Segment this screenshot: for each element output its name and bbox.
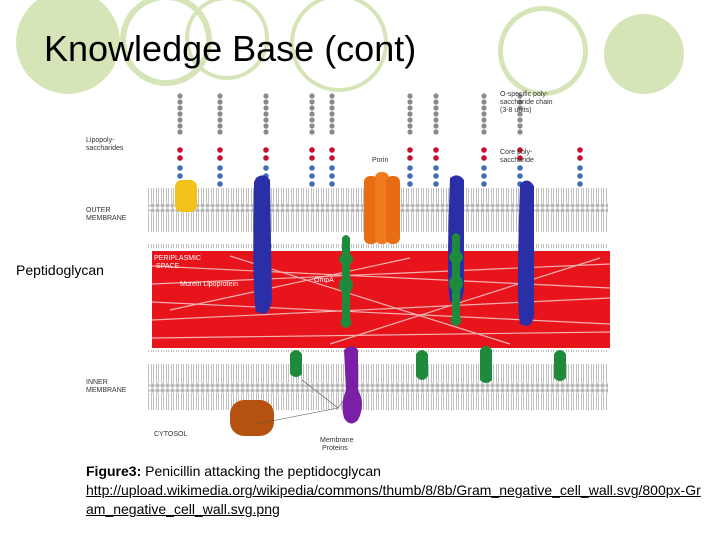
label-membrane-proteins-2: Proteins — [322, 445, 348, 452]
label-cytosol: CYTOSOL — [154, 431, 187, 438]
inner-green-protein-2 — [416, 350, 428, 380]
brown-cytosolic-protein — [230, 400, 274, 436]
label-core-2: saccharide — [500, 157, 534, 164]
figure-caption: Figure3: Penicillin attacking the peptid… — [86, 462, 706, 519]
label-core-1: Core poly- — [500, 149, 533, 156]
green-protein-2 — [449, 233, 463, 326]
inner-membrane-bilayer — [148, 350, 608, 410]
yellow-membrane-protein — [175, 180, 197, 212]
label-porin: Porin — [372, 157, 388, 164]
label-lipopolysaccharides-1: Lipopoly- — [86, 137, 115, 144]
purple-membrane-protein — [342, 346, 362, 424]
inner-green-protein-4 — [554, 350, 566, 381]
gram-negative-cell-wall-diagram: Lipopoly- saccharides O-specific poly- s… — [86, 91, 611, 452]
blue-protein-1 — [253, 175, 272, 314]
green-protein-1 — [339, 235, 353, 328]
label-ompa: OmpA — [314, 277, 334, 284]
label-o-specific-2: saccharide chain — [500, 99, 553, 106]
label-lipopolysaccharides-2: saccharides — [86, 145, 124, 152]
label-membrane-proteins-1: Membrane — [320, 437, 354, 444]
inner-green-protein-3 — [480, 346, 492, 383]
caption-figure-number: Figure3: — [86, 463, 142, 479]
label-murein: Murein Lipoprotein — [180, 281, 238, 288]
blue-protein-3 — [518, 180, 534, 326]
lps-chains — [177, 93, 583, 187]
label-inner-membrane-2: MEMBRANE — [86, 387, 127, 394]
caption-source-link[interactable]: http://upload.wikimedia.org/wikipedia/co… — [86, 482, 701, 517]
label-o-specific-3: (3-8 units) — [500, 107, 532, 114]
decor-circle-5 — [498, 6, 588, 96]
label-o-specific-1: O-specific poly- — [500, 91, 549, 98]
label-periplasmic-2: SPACE — [156, 263, 180, 270]
decor-circle-3 — [185, 0, 269, 80]
porin-trimer — [364, 172, 400, 244]
decor-circle-4 — [290, 0, 388, 92]
decor-circle-6 — [604, 14, 684, 94]
inner-green-protein-1 — [290, 350, 302, 377]
label-inner-membrane-1: INNER — [86, 379, 108, 386]
caption-text: Penicillin attacking the peptidocglycan — [141, 463, 381, 479]
slide-title: Knowledge Base (cont) — [44, 28, 417, 69]
label-outer-membrane-1: OUTER — [86, 207, 111, 214]
decor-circle-1 — [16, 0, 120, 94]
label-periplasmic-1: PERIPLASMIC — [154, 255, 201, 262]
peptidoglycan-label: Peptidoglycan — [16, 262, 104, 278]
label-outer-membrane-2: MEMBRANE — [86, 215, 127, 222]
